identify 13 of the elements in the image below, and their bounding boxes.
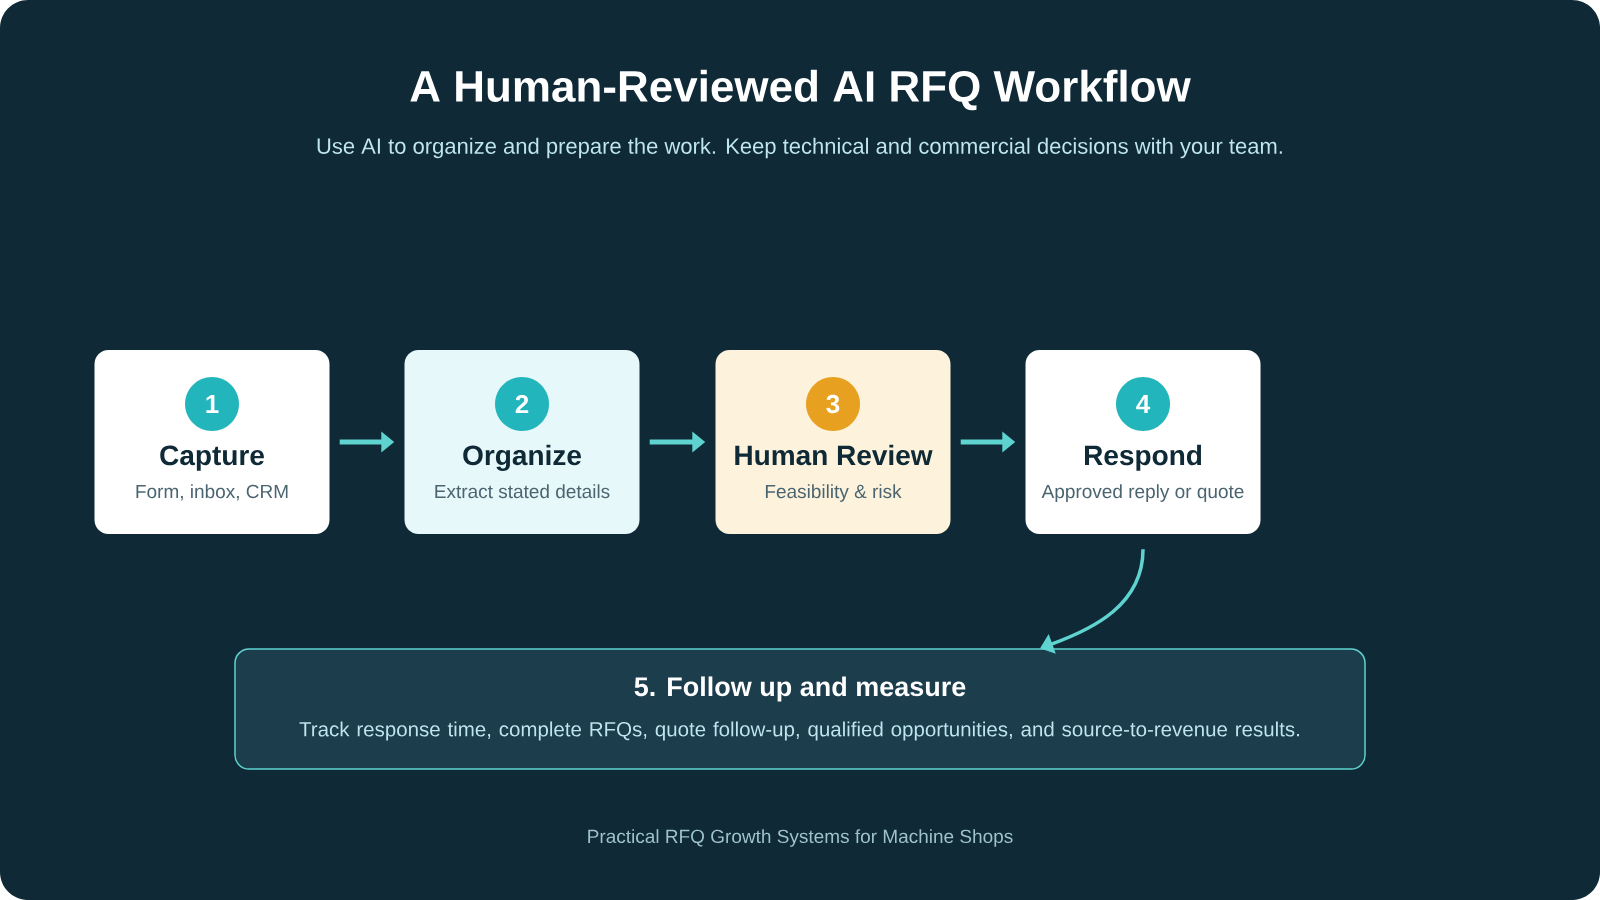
arrow <box>1040 549 1145 654</box>
process-box: 1 Capture Form, inbox, CRM <box>94 350 330 534</box>
step-number-badge: 2 <box>495 377 549 431</box>
process-box: 2 Organize Extract stated details <box>404 350 640 534</box>
step-number-badge: 3 <box>806 377 860 431</box>
footer-text: Practical RFQ Growth Systems for Machine Shops <box>588 829 1013 847</box>
step-number-badge: 4 <box>1116 377 1170 431</box>
process-box: 3 Human Review Feasibility & risk <box>715 350 951 534</box>
step-number-badge: 1 <box>185 377 239 431</box>
summary-panel: 5. Follow up and measure Track response time, complete RFQs, quote follow-up, qualified opportunities, and source-to-revenue results. <box>234 648 1366 770</box>
process-box: 4 Respond Approved reply or quote <box>1025 350 1261 534</box>
subtitle: Use AI to organize and prepare the work. Keep technical and commercial decisions with your team. <box>317 137 1282 159</box>
title: A Human-Reviewed AI RFQ Workflow <box>410 69 1191 111</box>
